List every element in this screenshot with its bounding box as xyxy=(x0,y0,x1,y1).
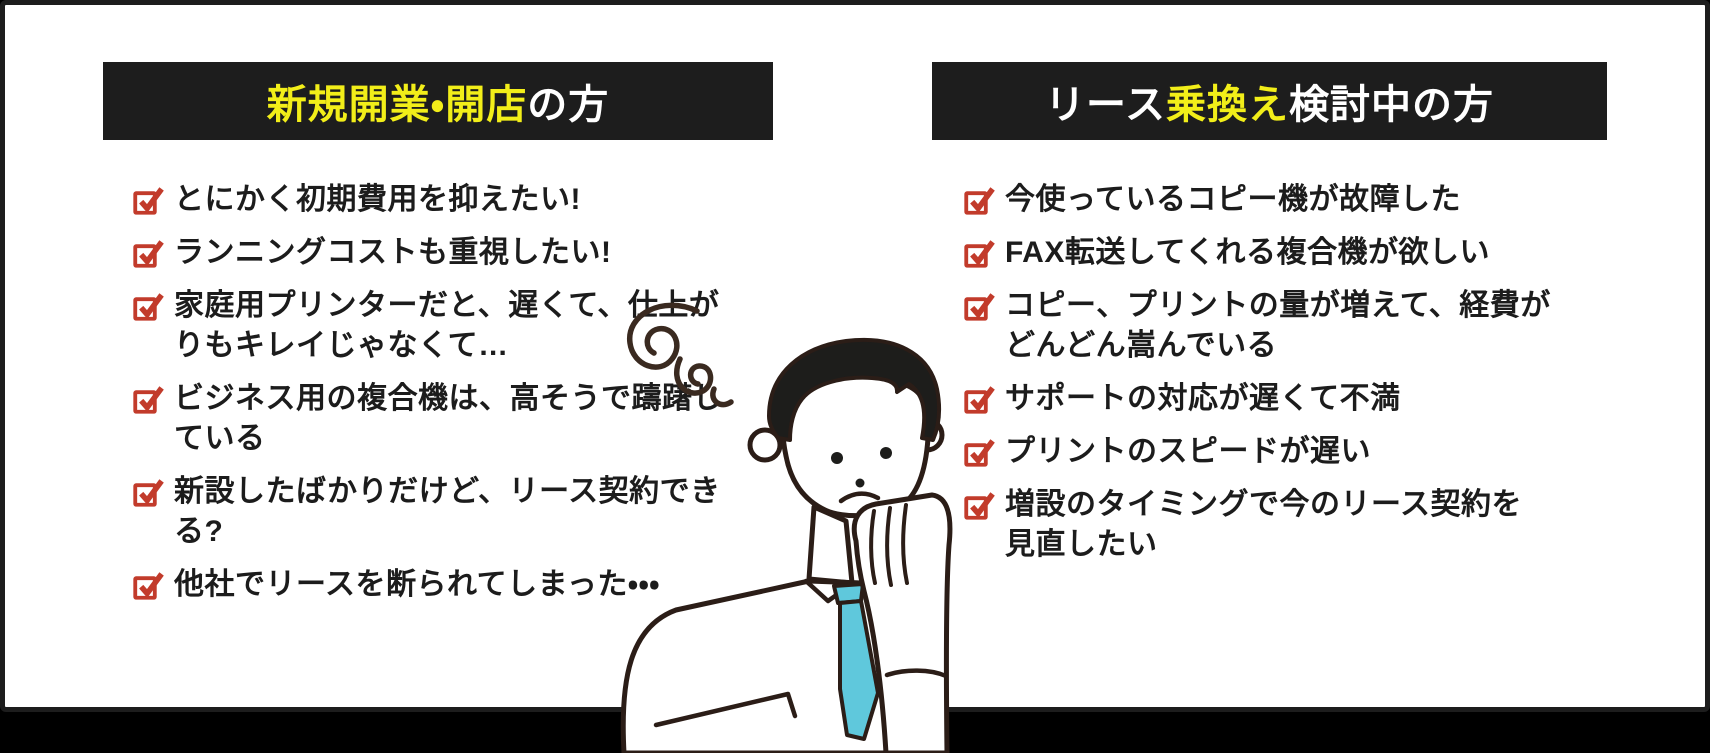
checkbox-checked-icon xyxy=(962,487,996,523)
checkbox-checked-icon xyxy=(962,288,996,324)
checkbox-checked-icon xyxy=(962,434,996,470)
panel-header-new-business: 新規開業・開店の方 xyxy=(103,62,773,140)
checklist-left: とにかく初期費用を抑えたい! ランニングコストも重視したい! xyxy=(103,180,773,605)
list-item: コピー、プリントの量が増えて、経費がどんどん嵩んでいる xyxy=(962,286,1607,366)
list-item: ランニングコストも重視したい! xyxy=(131,233,773,273)
list-item: サポートの対応が遅くて不満 xyxy=(962,379,1607,419)
header-segment: 乗換え xyxy=(1166,83,1289,127)
list-item: 他社でリースを断られてしまった・・・ xyxy=(131,565,773,605)
checkbox-checked-icon xyxy=(131,235,165,271)
panel-lease-switch: リース乗換え検討中の方 今使っているコピー機が故障した xyxy=(932,62,1607,578)
panel-header-lease-switch: リース乗換え検討中の方 xyxy=(932,62,1607,140)
list-item: FAX転送してくれる複合機が欲しい xyxy=(962,233,1607,273)
list-item: 新設したばかりだけど、リース契約できる? xyxy=(131,472,773,552)
list-item-text: 他社でリースを断られてしまった・・・ xyxy=(174,568,660,601)
list-item: 今使っているコピー機が故障した xyxy=(962,180,1607,220)
man-figure xyxy=(620,337,953,753)
list-item: ビジネス用の複合機は、高そうで躊躇している xyxy=(131,379,773,459)
list-item-text: 家庭用プリンターだと、遅くて、仕上がりもキレイじゃなくて… xyxy=(174,289,720,362)
header-segment: 新規開業・開店 xyxy=(266,83,528,127)
thinking-man-illustration xyxy=(620,302,953,753)
checklist-right: 今使っているコピー機が故障した FAX転送してくれる複合機が欲しい xyxy=(932,180,1607,565)
list-item-text: 今使っているコピー機が故障した xyxy=(1005,183,1461,216)
list-item-text: ランニングコストも重視したい! xyxy=(174,236,612,269)
list-item-text: ビジネス用の複合機は、高そうで躊躇している xyxy=(174,382,723,455)
checkbox-checked-icon xyxy=(962,381,996,417)
checkbox-checked-icon xyxy=(131,567,165,603)
list-item-text: サポートの対応が遅くて不満 xyxy=(1005,382,1401,415)
list-item-text: とにかく初期費用を抑えたい! xyxy=(174,183,581,216)
list-item: 家庭用プリンターだと、遅くて、仕上がりもキレイじゃなくて… xyxy=(131,286,773,366)
header-segment: 検討中の方 xyxy=(1289,83,1494,127)
header-segment: の方 xyxy=(527,83,610,127)
panel-new-business: 新規開業・開店の方 とにかく初期費用を抑えたい! xyxy=(103,62,773,618)
list-item-text: コピー、プリントの量が増えて、経費がどんどん嵩んでいる xyxy=(1005,289,1551,362)
list-item: 増設のタイミングで今のリース契約を見直したい xyxy=(962,485,1607,565)
confusion-scribble-icon xyxy=(627,302,734,408)
checkbox-checked-icon xyxy=(131,288,165,324)
list-item-text: FAX転送してくれる複合機が欲しい xyxy=(1005,236,1491,269)
checkbox-checked-icon xyxy=(962,235,996,271)
header-segment: リース xyxy=(1045,83,1166,127)
list-item: とにかく初期費用を抑えたい! xyxy=(131,180,773,220)
list-item-text: プリントのスピードが遅い xyxy=(1005,435,1371,468)
checkbox-checked-icon xyxy=(131,182,165,218)
list-item: プリントのスピードが遅い xyxy=(962,432,1607,472)
checkbox-checked-icon xyxy=(131,381,165,417)
checkbox-checked-icon xyxy=(131,474,165,510)
list-item-text: 増設のタイミングで今のリース契約を見直したい xyxy=(1005,488,1522,561)
checkbox-checked-icon xyxy=(962,182,996,218)
list-item-text: 新設したばかりだけど、リース契約できる? xyxy=(174,475,721,548)
